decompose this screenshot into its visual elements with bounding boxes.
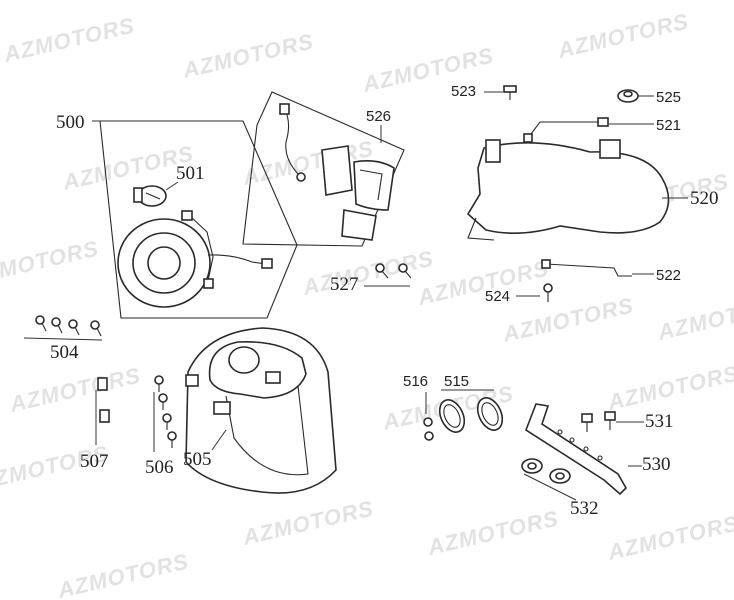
screw-527: [375, 263, 412, 279]
part-label-501: 501: [176, 163, 205, 184]
part-label-521: 521: [656, 117, 681, 134]
watermark: AZMOTORS: [500, 292, 637, 347]
watermark: AZMOTORS: [555, 8, 692, 63]
watermark: AZMOTORS: [180, 28, 317, 83]
watermark: AZMOTORS: [7, 362, 144, 417]
part-label-520: 520: [690, 188, 719, 209]
grommet-532: [521, 458, 571, 484]
part-label-532: 532: [570, 498, 599, 519]
part-label-507: 507: [80, 451, 109, 472]
screw-506: [154, 375, 177, 448]
nut-516: [423, 417, 434, 441]
watermark: AZMOTORS: [1, 12, 138, 67]
part-label-531: 531: [645, 411, 674, 432]
watermark: AZMOTORS: [605, 510, 734, 565]
watermark: AZMOTORS: [415, 255, 552, 310]
part-label-522: 522: [656, 267, 681, 284]
part-label-516: 516: [403, 373, 428, 390]
rear-panel-520: [466, 139, 670, 241]
taillamp-assembly-526: 526: [242, 91, 405, 247]
part-label-506: 506: [145, 457, 174, 478]
watermark: AZMOTORS: [55, 548, 192, 600]
part-label-523: 523: [451, 83, 476, 100]
watermark: AZMOTORS: [655, 290, 734, 345]
watermark: AZMOTORS: [240, 495, 377, 550]
part-label-527: 527: [330, 274, 359, 295]
headlamp-assembly-500: 500 501: [56, 112, 298, 319]
screw-524: [543, 283, 553, 302]
watermark: AZMOTORS: [300, 245, 437, 300]
watermark: AZMOTORS: [0, 235, 101, 290]
part-label-525: 525: [656, 89, 681, 106]
part-label-504: 504: [50, 342, 79, 363]
screw-504: [35, 315, 102, 337]
part-label-500: 500: [56, 112, 85, 133]
bulb-501: [133, 185, 167, 207]
part-label-505: 505: [183, 449, 212, 470]
ring-515: [438, 397, 504, 433]
headlamp-reflector: [117, 210, 273, 308]
watermark: AZMOTORS: [605, 360, 734, 415]
bracket-530: [525, 403, 627, 496]
part-label-515: 515: [444, 373, 469, 390]
part-label-530: 530: [642, 454, 671, 475]
part-label-526: 526: [366, 108, 391, 125]
stay-bar-521: [523, 117, 609, 143]
stay-bar-522: [541, 259, 632, 277]
part-label-524: 524: [485, 288, 510, 305]
clip-507: [97, 377, 110, 423]
screw-531: [581, 411, 616, 432]
screw-523: [503, 85, 517, 100]
front-cover-505: [185, 327, 337, 494]
nut-525: [617, 89, 639, 103]
watermark: AZMOTORS: [425, 505, 562, 560]
